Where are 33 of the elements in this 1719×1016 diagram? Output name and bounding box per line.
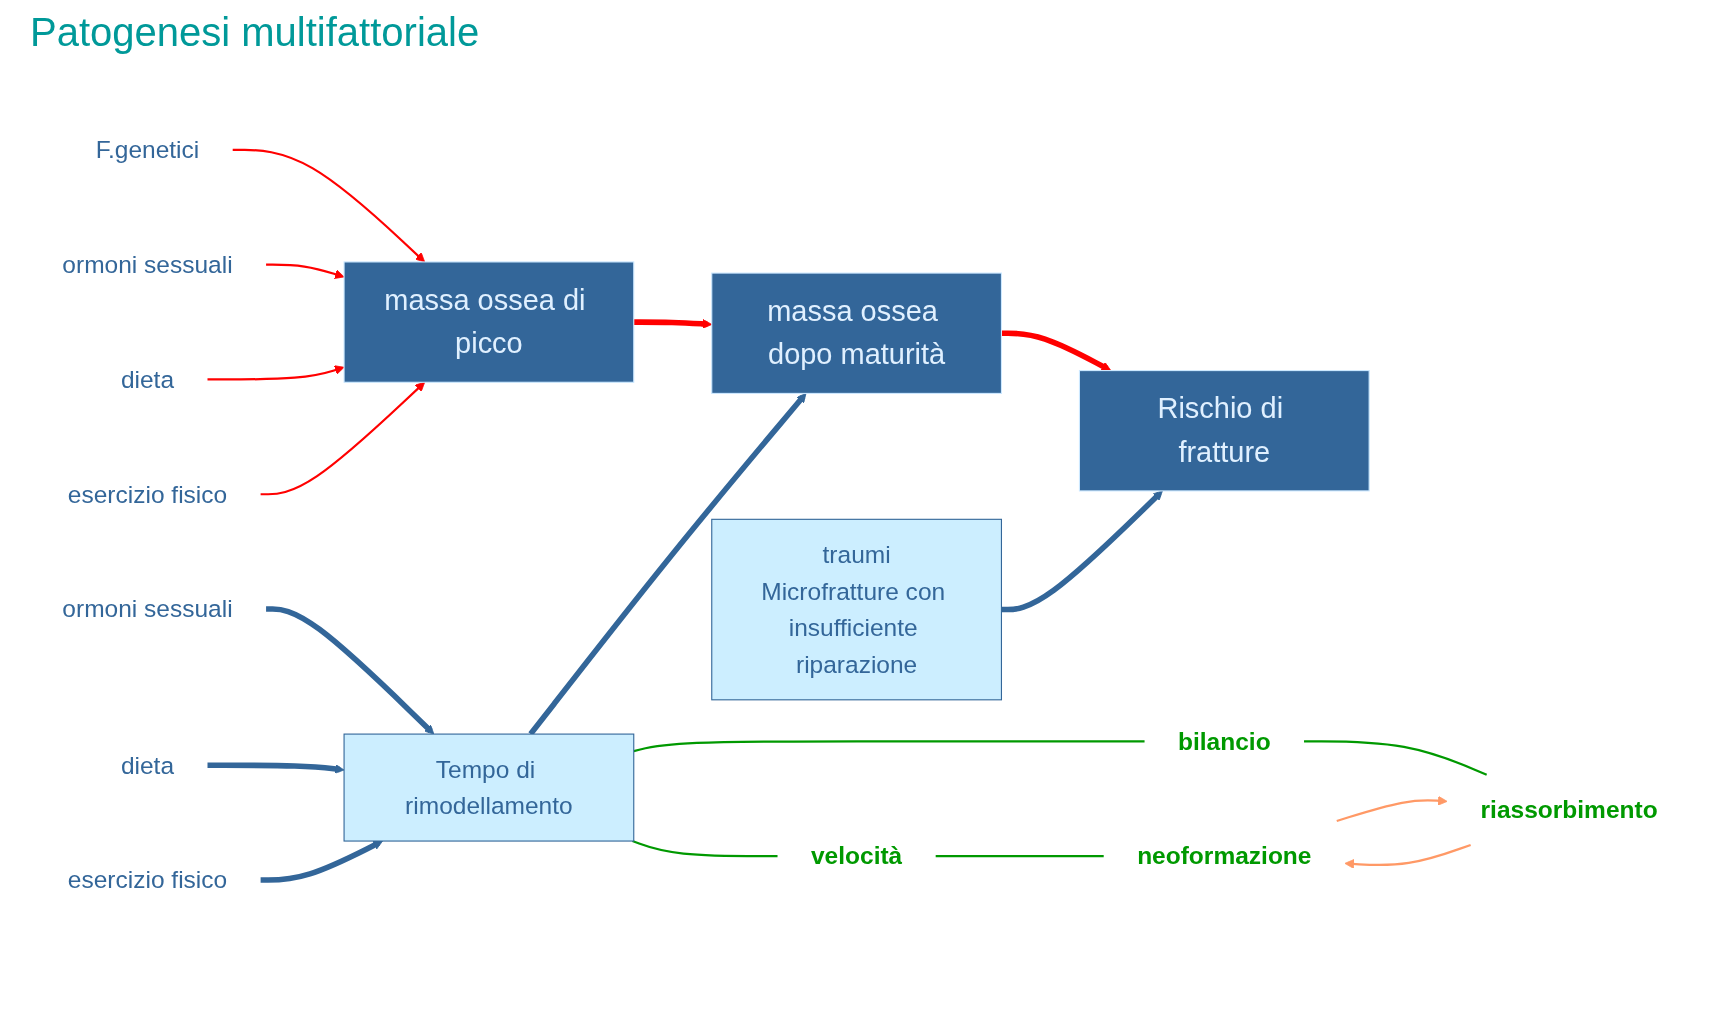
connector [1304, 740, 1488, 776]
node-text: dieta [120, 365, 175, 394]
node-text: riassorbimento [1480, 795, 1658, 824]
connector [633, 740, 1145, 753]
arrow [528, 392, 807, 736]
arrow [260, 840, 384, 883]
node-box: massa ossea dopo maturità [711, 272, 1002, 394]
arrow [207, 365, 345, 381]
node-box: traumi Microfratture con insufficiente riparazione [711, 518, 1002, 701]
connector [632, 840, 778, 858]
node-text: neoformazione [1137, 842, 1312, 871]
node-box: Tempo di rimodellamento [343, 733, 635, 842]
arrow [232, 148, 426, 263]
connector [935, 854, 1104, 858]
node-box: massa ossea di picco [343, 261, 635, 383]
node-text: esercizio fisico [67, 480, 228, 509]
title: Patogenesi multifattoriale [30, 10, 481, 55]
node-text: dieta [120, 751, 175, 780]
arrow [1001, 490, 1163, 613]
node-text: velocità [810, 842, 903, 871]
arrow [266, 606, 435, 735]
arrow [266, 263, 345, 279]
node-text: F.genetici [95, 136, 200, 164]
arrow [260, 381, 426, 496]
node-text: ormoni sessuali [62, 595, 233, 623]
node-text: ormoni sessuali [62, 250, 233, 279]
arrow [1001, 330, 1112, 371]
arrow [207, 762, 345, 774]
arrow [1344, 843, 1472, 869]
node-text: esercizio fisico [67, 866, 228, 894]
node-text: bilancio [1177, 727, 1271, 756]
node-box: Rischio di fratture [1078, 370, 1370, 492]
arrow [1336, 795, 1448, 823]
